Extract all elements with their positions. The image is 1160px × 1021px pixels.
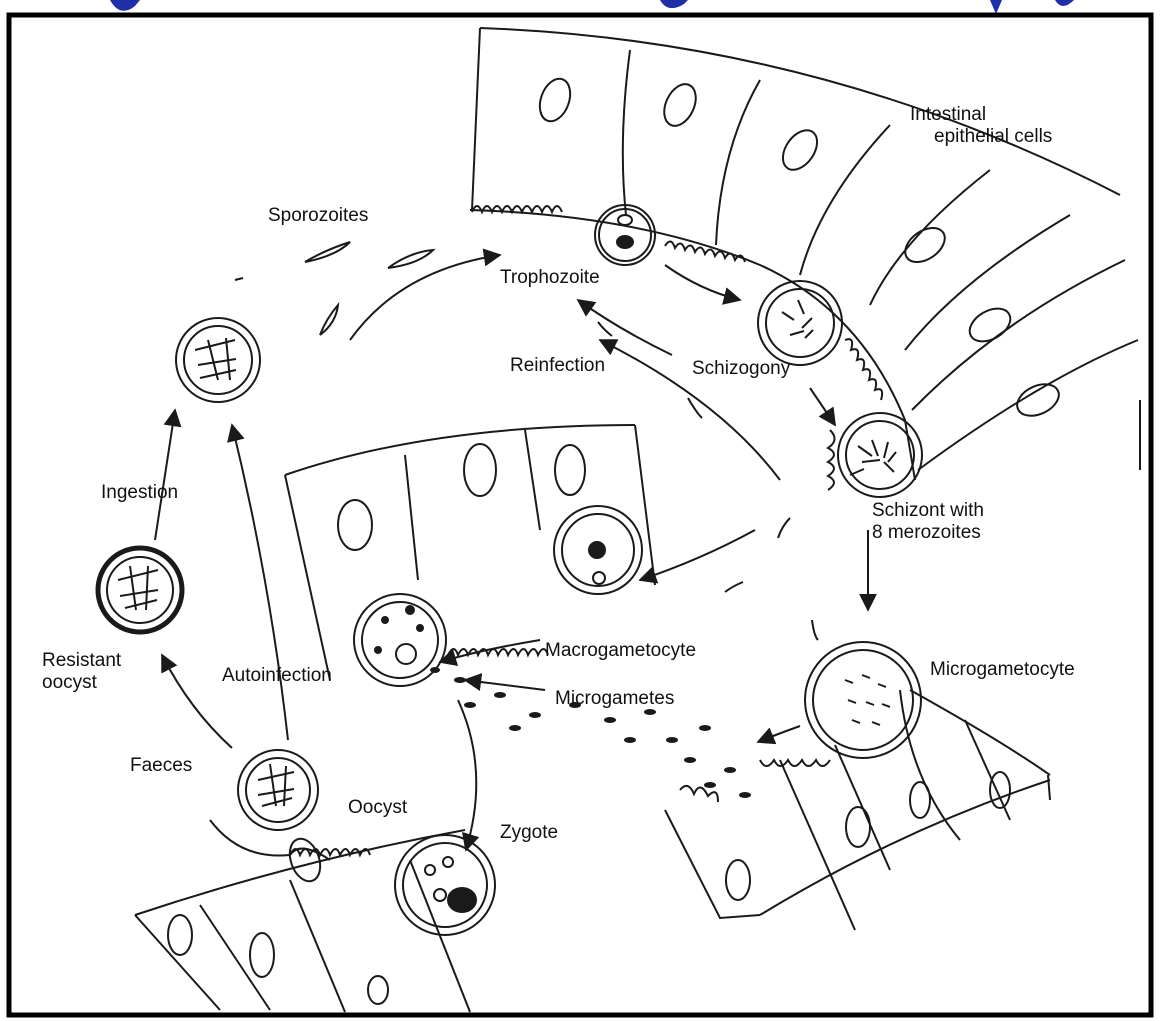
label-zygote: Zygote — [500, 822, 558, 844]
label-ingestion: Ingestion — [101, 482, 178, 504]
label-faeces: Faeces — [130, 755, 192, 777]
label-macrogametocyte: Macrogametocyte — [545, 640, 696, 662]
label-intestinal-epithelial-cells: Intestinal epithelial cells — [910, 104, 1052, 148]
label-schizogony: Schizogony — [692, 358, 790, 380]
oocysts — [98, 318, 318, 830]
label-resistant-line2: oocyst — [42, 672, 121, 694]
label-schizont-with-merozoites: Schizont with 8 merozoites — [872, 500, 984, 544]
label-schizont-line2: 8 merozoites — [872, 522, 984, 544]
label-reinfection: Reinfection — [510, 355, 605, 377]
label-intestinal-line2: epithelial cells — [910, 126, 1052, 148]
label-oocyst: Oocyst — [348, 797, 407, 819]
lower-left-epithelium — [135, 820, 495, 1012]
label-microgametocyte: Microgametocyte — [930, 659, 1075, 681]
label-intestinal-line1: Intestinal — [910, 104, 1052, 126]
label-resistant-oocyst: Resistant oocyst — [42, 650, 121, 694]
label-trophozoite: Trophozoite — [500, 267, 600, 289]
label-schizont-line1: Schizont with — [872, 500, 984, 522]
lower-right-epithelium — [665, 642, 1050, 930]
title-fragment — [110, 0, 1074, 14]
label-sporozoites: Sporozoites — [268, 205, 368, 227]
label-microgametes: Microgametes — [555, 688, 674, 710]
label-resistant-line1: Resistant — [42, 650, 121, 672]
label-autoinfection: Autoinfection — [222, 665, 332, 687]
microgametes-dots — [430, 667, 751, 798]
